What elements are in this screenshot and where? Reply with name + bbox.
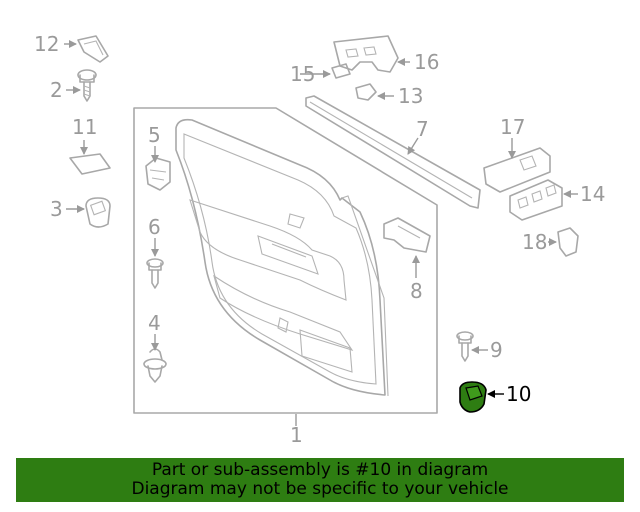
part-3-grommet <box>85 197 111 228</box>
part-16-switch-bezel <box>333 35 399 73</box>
part-13-switch <box>355 83 377 101</box>
callout-10: 10 <box>506 382 531 406</box>
part-18-bracket <box>557 227 579 257</box>
part-2-screw <box>77 69 97 102</box>
part-15-switch <box>331 63 351 79</box>
callout-8: 8 <box>410 279 423 303</box>
part-6-screw <box>146 258 164 289</box>
part-7-weatherstrip <box>305 95 481 209</box>
part-4-fastener <box>143 348 167 383</box>
footer-line-1: Part or sub-assembly is #10 in diagram <box>151 460 489 480</box>
door-panel-frame <box>133 107 438 414</box>
part-9-screw <box>456 331 474 362</box>
part-10-highlighted <box>459 381 487 413</box>
callout-13: 13 <box>398 84 423 108</box>
part-8-bracket <box>383 217 431 253</box>
callout-5: 5 <box>148 123 161 147</box>
callout-15: 15 <box>290 62 315 86</box>
part-14-power-window-switch <box>509 179 563 221</box>
part-11-cover <box>69 153 111 175</box>
callout-6: 6 <box>148 215 161 239</box>
callout-18: 18 <box>522 230 547 254</box>
part-12-trim-piece <box>77 35 109 63</box>
callout-1: 1 <box>290 423 303 447</box>
callout-9: 9 <box>490 338 503 362</box>
callout-7: 7 <box>416 117 429 141</box>
callout-16: 16 <box>414 50 439 74</box>
part-5-clip <box>145 157 171 191</box>
callout-3: 3 <box>50 197 63 221</box>
callout-12: 12 <box>34 32 59 56</box>
parts-diagram: 1 2 3 4 5 6 7 8 9 10 11 12 13 14 15 16 1… <box>34 32 605 447</box>
leader-lines <box>64 40 578 426</box>
callout-11: 11 <box>72 115 97 139</box>
part-17-switch-panel <box>483 147 551 193</box>
callout-17: 17 <box>500 115 525 139</box>
callout-14: 14 <box>580 182 605 206</box>
footer-line-2: Diagram may not be specific to your vehi… <box>131 479 509 499</box>
callout-2: 2 <box>50 78 63 102</box>
footer-banner: Part or sub-assembly is #10 in diagram D… <box>16 458 624 502</box>
door-trim-panel <box>175 118 389 397</box>
callout-4: 4 <box>148 311 161 335</box>
